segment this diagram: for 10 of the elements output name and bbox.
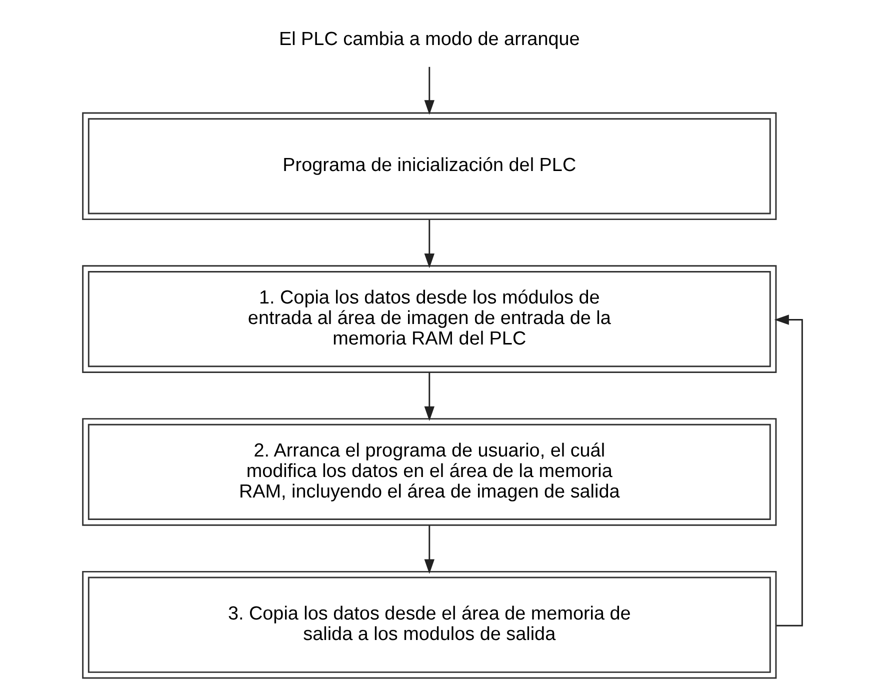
arrow [774, 314, 802, 626]
node-box: 1. Copia los datos desde los módulos de entrada al área de imagen de entrada de la memoria RAM del PLC [82, 265, 776, 373]
arrow [424, 220, 434, 268]
arrow [424, 372, 434, 421]
arrow [424, 525, 434, 574]
arrow [424, 66, 434, 115]
node-text: El PLC cambia a modo de arranque [278, 29, 580, 50]
node-box: 3. Copia los datos desde el área de memoria de salida a los modulos de salida [82, 570, 776, 679]
node-box: 2. Arranca el programa de usuario, el cuál modifica los datos en el área de la memoria RAM, incluyendo el área de imagen de salida [82, 418, 776, 526]
node-box: Programa de inicialización del PLC [82, 112, 776, 220]
